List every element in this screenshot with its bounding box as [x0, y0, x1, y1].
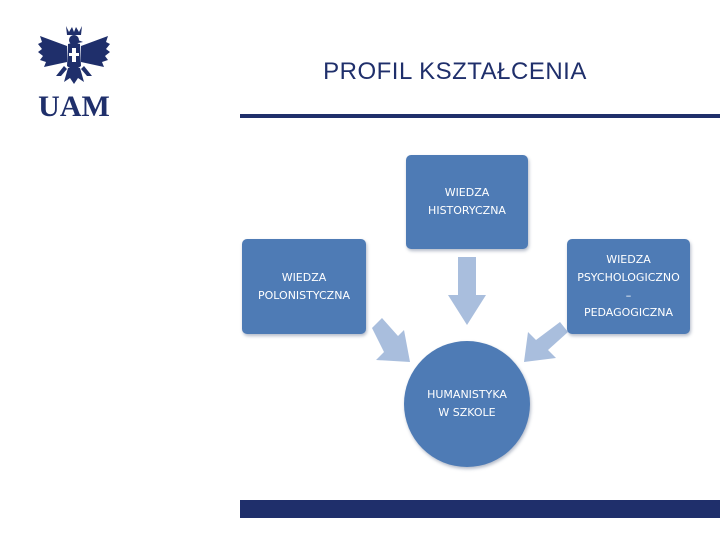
node-top-line1: WIEDZA	[444, 186, 490, 200]
logo-lettering: UAM	[38, 90, 110, 122]
top-rule	[240, 114, 720, 118]
node-top-line2: HISTORYCZNA	[428, 204, 506, 217]
node-humanistyka-w-szkole: HUMANISTYKA W SZKOLE	[404, 341, 530, 467]
node-right-line2: PSYCHOLOGICZNO	[577, 270, 680, 284]
node-wiedza-historyczna: WIEDZA HISTORYCZNA	[406, 155, 528, 249]
node-right-line4: PEDAGOGICZNA	[583, 306, 674, 320]
node-right-line1: WIEDZA	[606, 253, 651, 267]
node-right-line3: –	[625, 288, 632, 302]
arrow-down	[448, 257, 486, 325]
node-center-line2: W SZKOLE	[438, 406, 496, 419]
page-title: PROFIL KSZTAŁCENIA	[323, 58, 587, 85]
node-center-line1: HUMANISTYKA	[427, 388, 507, 402]
arrow-down-left	[524, 322, 568, 362]
node-left-line2: POLONISTYCZNA	[258, 288, 350, 302]
node-wiedza-polonistyczna: WIEDZA POLONISTYCZNA	[242, 239, 366, 334]
node-wiedza-psychologiczno-pedagogiczna: WIEDZA PSYCHOLOGICZNO – PEDAGOGICZNA	[567, 239, 690, 334]
bottom-rule	[240, 500, 720, 518]
eagle-icon	[38, 26, 110, 84]
node-left-line1: WIEDZA	[281, 270, 327, 284]
uam-logo: UAM	[38, 26, 110, 122]
arrow-down-right	[372, 318, 410, 362]
